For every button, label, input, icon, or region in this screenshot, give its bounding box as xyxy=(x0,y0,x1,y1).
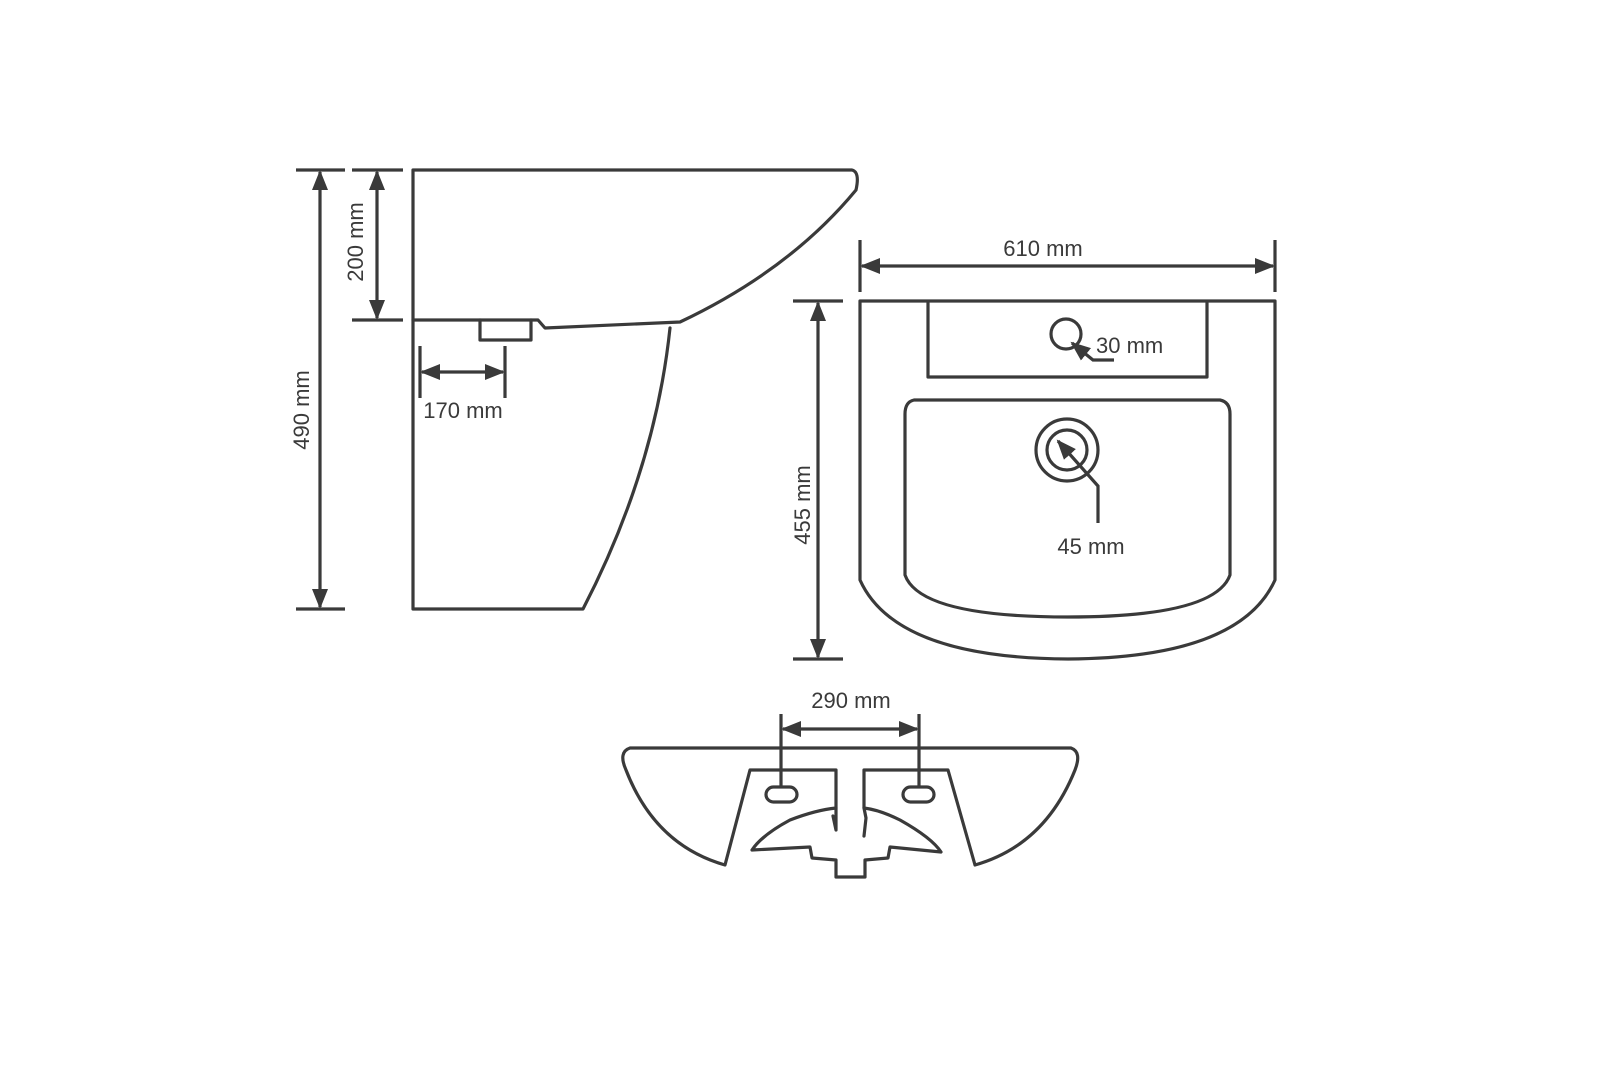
label-depth: 455 mm xyxy=(790,465,815,544)
tap-hole: 30 mm xyxy=(1049,317,1163,362)
side-view-pedestal xyxy=(411,318,672,611)
fixing-slot-right xyxy=(901,785,936,804)
label-fixing-distance: 290 mm xyxy=(811,688,890,713)
bowl-outline xyxy=(903,398,1232,619)
drain-inner-ring xyxy=(1045,428,1089,472)
dimension-total-height: 490 mm xyxy=(289,168,345,611)
label-total-height: 490 mm xyxy=(289,370,314,449)
dimension-fixing-distance: 290 mm xyxy=(779,688,921,786)
centre-support-bottom xyxy=(862,806,868,838)
dimension-basin-height: 200 mm xyxy=(343,168,403,322)
tap-hole-circle xyxy=(1049,317,1083,351)
side-view: 490 mm 200 mm 170 mm xyxy=(289,168,859,611)
dimension-waste-offset: 170 mm xyxy=(418,346,507,423)
top-view-outline xyxy=(858,299,1277,661)
waste-outlet xyxy=(478,318,533,342)
label-tap-hole: 30 mm xyxy=(1096,333,1163,358)
tap-deck xyxy=(926,301,1209,379)
drain-outer-ring xyxy=(1034,417,1100,483)
label-waste-offset: 170 mm xyxy=(423,398,502,423)
fixing-slot-left xyxy=(764,785,799,804)
side-view-outline xyxy=(411,168,859,330)
top-view: 30 mm 45 mm 610 mm 455 mm xyxy=(790,236,1277,661)
label-drain: 45 mm xyxy=(1057,534,1124,559)
drain: 45 mm xyxy=(1034,417,1125,559)
label-width: 610 mm xyxy=(1003,236,1082,261)
rear-view: 290 mm xyxy=(621,688,1080,879)
label-basin-height: 200 mm xyxy=(343,202,368,281)
dimension-width: 610 mm xyxy=(858,236,1277,292)
rear-view-outline xyxy=(621,746,1080,879)
dimension-depth: 455 mm xyxy=(790,299,843,661)
centre-support-top xyxy=(831,806,838,832)
